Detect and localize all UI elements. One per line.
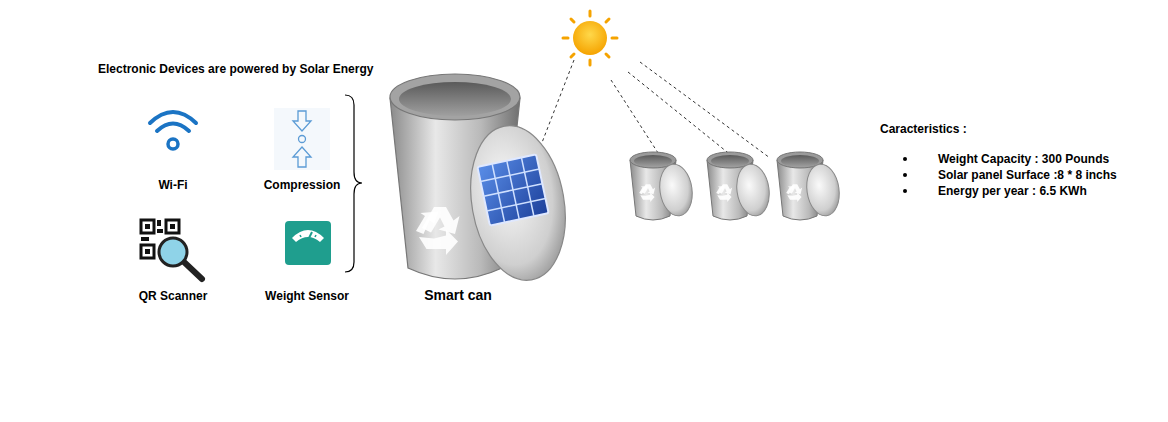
small-can <box>777 152 842 220</box>
icon-label: Compression <box>264 178 341 192</box>
icon-label: Weight Sensor <box>265 289 349 303</box>
sun <box>563 11 617 65</box>
small-can <box>707 152 772 220</box>
compression-icon <box>274 108 330 170</box>
can-label: Smart can <box>424 287 492 303</box>
icon-label: QR Scanner <box>139 289 208 303</box>
small-can <box>630 152 695 220</box>
characteristic-item: Solar panel Surface :8 * 8 inchs <box>938 168 1117 182</box>
qr-scanner-icon <box>141 220 202 279</box>
sun-ray-lines <box>536 60 770 158</box>
icon-label: Wi-Fi <box>158 178 187 192</box>
wifi-icon <box>150 112 196 149</box>
bullet-dots <box>903 157 907 193</box>
characteristic-item: Energy per year : 6.5 KWh <box>938 184 1087 198</box>
heading: Electronic Devices are powered by Solar … <box>98 62 373 76</box>
smart-can <box>390 74 577 288</box>
brace <box>345 95 362 272</box>
weight-sensor-icon <box>285 221 331 265</box>
characteristics-heading: Caracteristics : <box>880 122 967 136</box>
characteristic-item: Weight Capacity : 300 Pounds <box>938 152 1109 166</box>
solar-panel <box>477 154 548 225</box>
